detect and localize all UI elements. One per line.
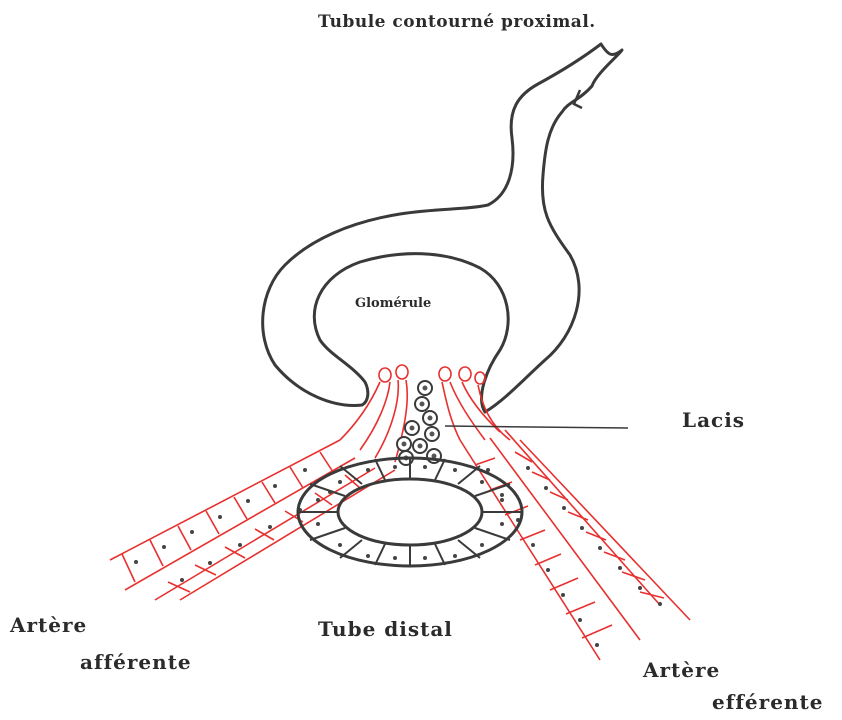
label-artere-efferente-line2: efférente [712,690,823,714]
label-lacis: Lacis [682,408,745,432]
label-tube-distal: Tube distal [318,617,453,641]
label-artere-afferente-line2: afférente [80,650,192,674]
afferent-artery [110,440,395,600]
efferent-artery [460,430,690,660]
label-artere-afferente-line1: Artère [10,613,87,637]
label-glomerule: Glomérule [355,296,431,311]
lacis-leader-line [445,426,628,428]
label-artere-efferente-line1: Artère [643,658,720,682]
label-tubule-proximal: Tubule contourné proximal. [318,12,596,32]
distal-tube [298,458,522,566]
bowman-capsule-outline [263,44,622,412]
